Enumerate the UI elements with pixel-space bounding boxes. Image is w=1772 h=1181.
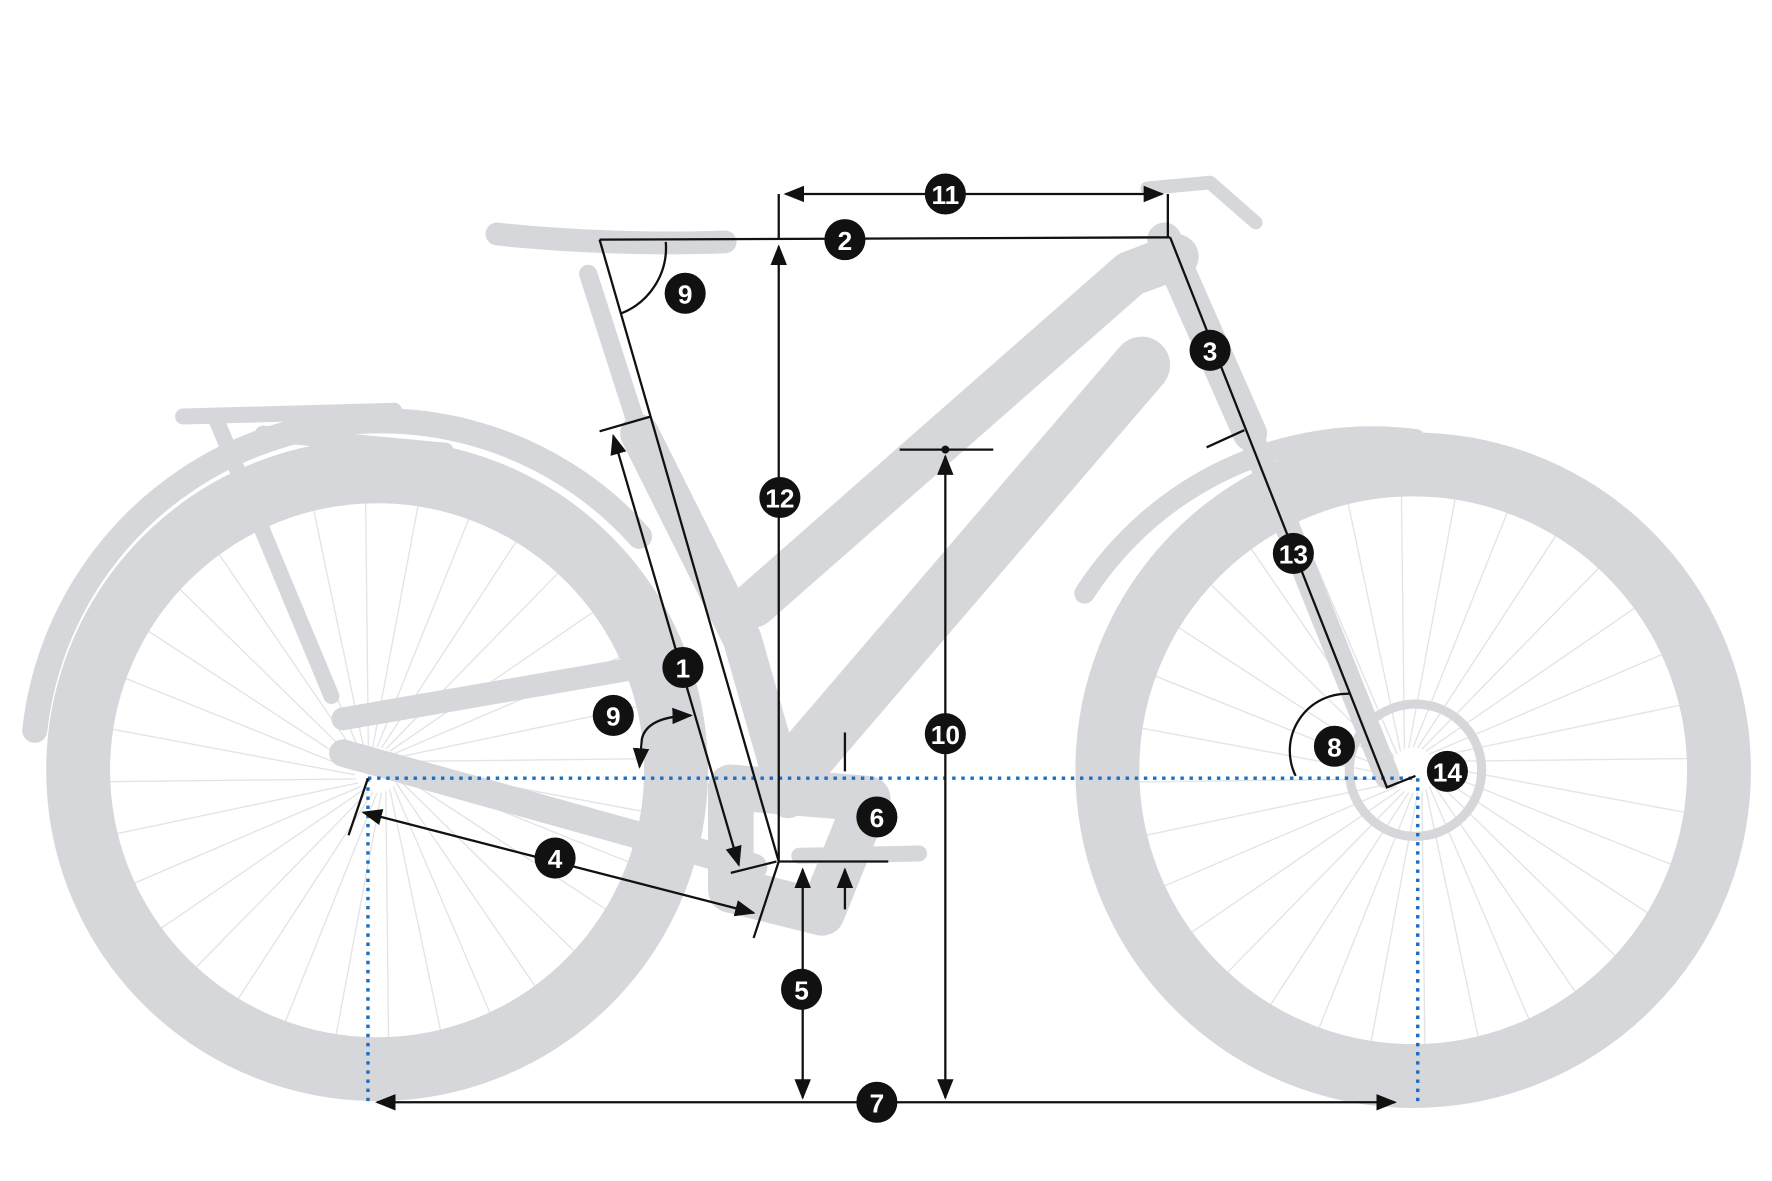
- reference-lines: [366, 776, 1420, 1103]
- svg-text:4: 4: [548, 844, 563, 874]
- front-tire: [1075, 432, 1751, 1108]
- svg-text:9: 9: [606, 702, 621, 732]
- head-fork-line: [1169, 236, 1416, 789]
- marker-4: 4: [534, 837, 576, 879]
- spoke: [385, 791, 390, 1039]
- marker-12: 12: [759, 476, 801, 519]
- marker-13: 13: [1272, 532, 1314, 574]
- front-wheel-spokes: [1139, 496, 1687, 1044]
- spoke: [133, 785, 362, 884]
- spoke: [124, 677, 355, 771]
- top-tube-line: [599, 236, 1171, 241]
- reach-ticks: [777, 193, 1169, 240]
- seat-angle-curved-arrow: [632, 707, 693, 769]
- marker-9-top: 9: [664, 272, 706, 314]
- marker-10: 10: [924, 713, 966, 755]
- spoke: [109, 778, 357, 783]
- svg-text:8: 8: [1327, 732, 1342, 762]
- brake-rotor: [1344, 699, 1487, 841]
- rear-rack: [175, 402, 454, 705]
- svg-text:10: 10: [931, 720, 960, 750]
- spoke: [284, 792, 378, 1023]
- marker-8: 8: [1313, 725, 1355, 767]
- spoke: [1400, 496, 1406, 750]
- svg-text:11: 11: [931, 180, 959, 210]
- svg-text:13: 13: [1279, 540, 1308, 570]
- spoke: [160, 788, 365, 930]
- marker-1: 1: [662, 646, 704, 689]
- spoke: [1432, 704, 1680, 759]
- seatpost: [579, 264, 649, 443]
- saddle: [485, 222, 737, 255]
- svg-text:6: 6: [870, 803, 885, 833]
- marker-11: 11: [924, 173, 966, 215]
- spoke: [111, 728, 355, 776]
- marker-9-bottom: 9: [592, 694, 634, 736]
- spoke: [1435, 765, 1684, 813]
- spoke: [179, 588, 357, 762]
- spoke: [116, 782, 359, 835]
- svg-text:3: 3: [1203, 336, 1218, 366]
- spoke: [1435, 769, 1671, 865]
- svg-text:12: 12: [765, 484, 794, 514]
- spoke: [385, 572, 559, 750]
- svg-text:7: 7: [870, 1088, 885, 1118]
- marker-5: 5: [781, 968, 823, 1010]
- marker-7: 7: [856, 1081, 898, 1123]
- front-fender: [1074, 426, 1426, 604]
- marker-2: 2: [824, 219, 866, 261]
- svg-text:1: 1: [676, 654, 691, 684]
- spoke: [398, 758, 645, 763]
- marker-3: 3: [1189, 329, 1231, 371]
- bike-silhouette: [22, 175, 1751, 1108]
- spoke: [1435, 774, 1648, 914]
- spoke: [335, 792, 383, 1036]
- chainstay-ticks: [347, 777, 780, 939]
- seatstay: [331, 656, 651, 731]
- spoke: [1318, 792, 1414, 1028]
- crank: [791, 845, 928, 864]
- handlebar: [1140, 175, 1263, 230]
- marker-14: 14: [1426, 750, 1468, 792]
- spoke: [1417, 535, 1557, 749]
- svg-text:14: 14: [1433, 757, 1463, 787]
- spoke: [147, 630, 356, 767]
- spoke: [1412, 512, 1508, 748]
- svg-text:5: 5: [794, 975, 809, 1005]
- spoke: [1270, 792, 1410, 1005]
- lower-tube: [770, 336, 1171, 794]
- seat-angle-arc: [619, 241, 668, 315]
- standover-dot: [941, 445, 950, 454]
- svg-text:9: 9: [678, 279, 693, 309]
- marker-6: 6: [856, 796, 898, 838]
- spoke: [195, 790, 369, 969]
- spoke: [1421, 791, 1426, 1044]
- spoke: [1434, 757, 1687, 763]
- svg-text:2: 2: [838, 226, 853, 256]
- fork: [1237, 421, 1400, 789]
- head-tube-tick: [1206, 429, 1245, 449]
- head-angle-arc: [1288, 692, 1350, 777]
